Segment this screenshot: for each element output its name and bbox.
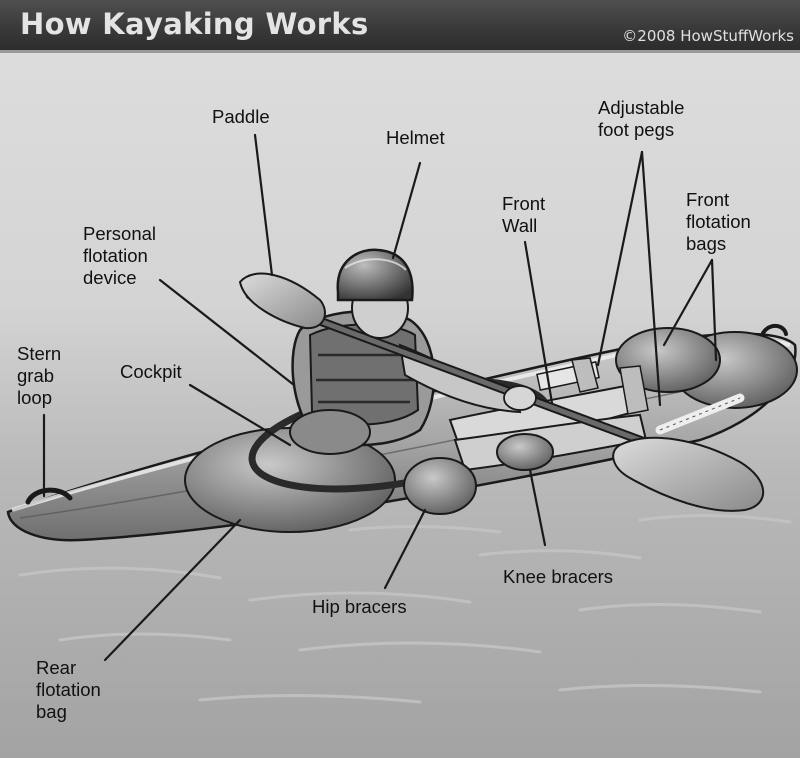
knee-bracer — [497, 434, 553, 470]
label-helmet: Helmet — [386, 127, 445, 149]
hip-bracer — [404, 458, 476, 514]
label-personal-flotation-device: Personal flotation device — [83, 223, 156, 289]
title-bar: How Kayaking Works ©2008 HowStuffWorks — [0, 0, 800, 53]
label-adjustable-foot-pegs: Adjustable foot pegs — [598, 97, 684, 141]
label-hip-bracers: Hip bracers — [312, 596, 407, 618]
label-paddle: Paddle — [212, 106, 270, 128]
label-stern-grab-loop: Stern grab loop — [17, 343, 61, 409]
label-rear-flotation-bag: Rear flotation bag — [36, 657, 101, 723]
paddler-hand — [504, 386, 536, 410]
copyright-notice: ©2008 HowStuffWorks — [622, 27, 794, 45]
page-title: How Kayaking Works — [20, 7, 369, 41]
label-front-flotation-bags: Front flotation bags — [686, 189, 751, 255]
label-knee-bracers: Knee bracers — [503, 566, 613, 588]
label-cockpit: Cockpit — [120, 361, 182, 383]
label-front-wall: Front Wall — [502, 193, 545, 237]
bow-grab-loop — [762, 326, 786, 335]
